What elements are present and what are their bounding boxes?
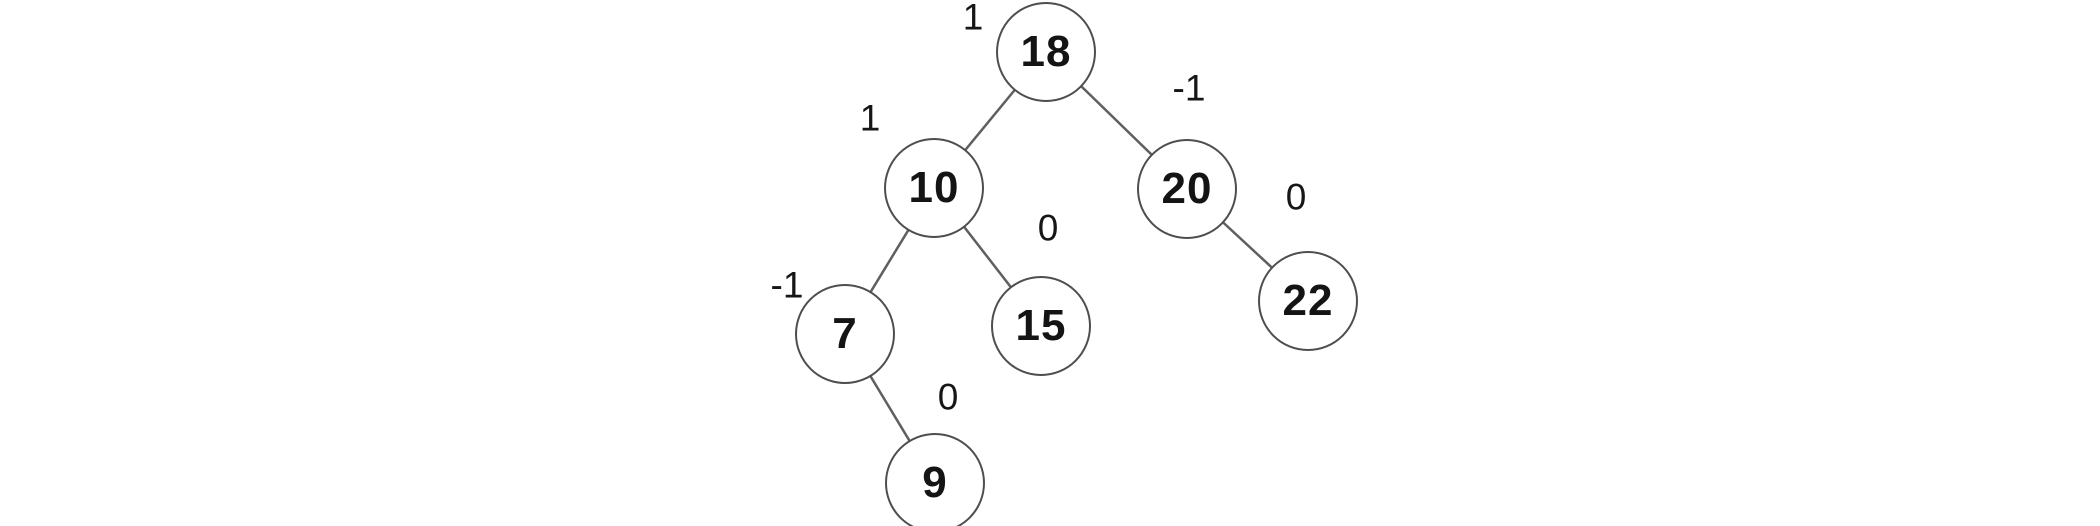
tree-node-22: 22 xyxy=(1258,251,1358,351)
balance-factor-label-15: 0 xyxy=(1037,207,1059,249)
tree-node-15: 15 xyxy=(991,276,1091,376)
tree-node-7: 7 xyxy=(795,284,895,384)
balance-factor-label-18: 1 xyxy=(962,0,984,38)
node-value-10: 10 xyxy=(908,163,960,212)
balance-factor-label-20: -1 xyxy=(1172,67,1206,109)
tree-node-18: 18 xyxy=(996,2,1096,102)
node-value-9: 9 xyxy=(922,458,948,507)
balance-factor-label-10: 1 xyxy=(859,97,881,139)
tree-node-20: 20 xyxy=(1137,139,1237,239)
balance-factor-label-7: -1 xyxy=(770,264,804,306)
balance-factor-label-9: 0 xyxy=(937,376,959,418)
tree-node-9: 9 xyxy=(885,433,985,526)
node-value-15: 15 xyxy=(1015,301,1067,350)
node-value-18: 18 xyxy=(1020,27,1072,76)
balance-factor-label-22: 0 xyxy=(1285,176,1307,218)
node-value-20: 20 xyxy=(1161,164,1213,213)
node-value-22: 22 xyxy=(1282,276,1334,325)
node-value-7: 7 xyxy=(832,309,858,358)
tree-node-10: 10 xyxy=(884,138,984,238)
